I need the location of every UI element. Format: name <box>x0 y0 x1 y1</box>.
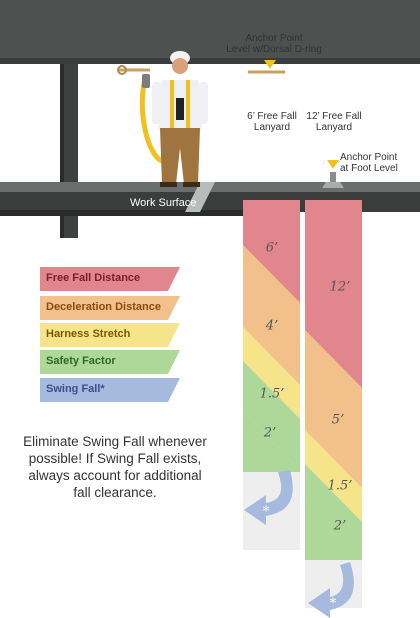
note-line-3: always account for additional <box>28 468 202 483</box>
col12-harness-segment <box>305 430 362 522</box>
col12-harness-label: 1.5’ <box>327 478 353 494</box>
legend-free-fall-shape <box>40 267 180 291</box>
support-post-edge <box>60 64 64 238</box>
note-line-2: possible! If Swing Fall exists, <box>28 451 202 466</box>
col6-safety-label: 2’ <box>263 425 277 441</box>
anchor-foot-label-line2: at Foot Level <box>340 163 398 174</box>
foot-anchor-post <box>330 172 336 184</box>
worker-boot-left <box>160 182 177 187</box>
col12-swing-label: * <box>329 596 337 612</box>
worker-head <box>172 58 188 74</box>
dorsal-anchor-marker-icon <box>264 60 276 69</box>
work-surface-edge <box>185 182 215 212</box>
col6-harness-segment <box>243 327 300 419</box>
work-surface-bottom <box>0 210 245 216</box>
anchor-foot-label-line1: Anchor Point <box>340 152 398 163</box>
anchor-dorsal-label-line2: Level w/Dorsal D-ring <box>226 44 322 55</box>
lanyard-6-label-line1: 6’ Free Fall <box>247 111 297 122</box>
legend-safety-factor: Safety Factor <box>40 350 180 374</box>
note-line-4: fall clearance. <box>73 485 157 500</box>
foot-anchor-marker-icon <box>327 160 339 169</box>
anchor-foot-label: Anchor Point at Foot Level <box>340 152 416 174</box>
worker-arm-right <box>198 82 208 124</box>
overhead-beam-shadow <box>0 58 420 64</box>
worker-boot-right <box>183 182 200 187</box>
anchor-dorsal-label-line1: Anchor Point <box>245 33 303 44</box>
col12-deceleration-segment <box>305 330 362 488</box>
col6-safety-segment <box>243 361 300 470</box>
worker-arm-left <box>152 82 162 124</box>
legend-safety-factor-shape <box>40 350 180 374</box>
legend-free-fall: Free Fall Distance <box>40 267 180 291</box>
legend-swing-fall-shape <box>40 378 180 402</box>
legend-swing-fall: Swing Fall* <box>40 378 180 402</box>
legend-deceleration-shape <box>40 296 180 320</box>
legend-safety-factor-label: Safety Factor <box>46 355 116 367</box>
legend-swing-fall-label: Swing Fall* <box>46 383 105 395</box>
legend-harness-stretch-swatch <box>40 323 180 347</box>
worker-figure <box>152 51 208 187</box>
lanyard-6-label-line2: Lanyard <box>253 122 291 133</box>
col6-free-fall-segment <box>243 200 300 303</box>
legend-swing-fall-swatch <box>40 378 180 402</box>
worker-harness-pack <box>176 98 184 120</box>
work-surface-label: Work Surface <box>130 197 197 209</box>
col6-bottom-segment <box>243 412 300 472</box>
anchor-dorsal-label: Anchor Point Level w/Dorsal D-ring <box>214 33 334 55</box>
legend-safety-factor-swatch <box>40 350 180 374</box>
col6-harness-label: 1.5’ <box>259 386 285 402</box>
lanyard-hook <box>142 74 150 88</box>
col6-deceleration-label: 4’ <box>265 318 279 334</box>
col6-deceleration-segment <box>243 245 300 385</box>
legend-deceleration: Deceleration Distance <box>40 296 180 320</box>
swing-arrow-6-icon <box>244 470 293 525</box>
legend-free-fall-swatch <box>40 267 180 291</box>
lanyard-12-label-line2: Lanyard <box>315 122 353 133</box>
legend-free-fall-label: Free Fall Distance <box>46 272 141 284</box>
col12-safety-segment <box>305 464 362 560</box>
lanyard-12-label-line1: 12’ Free Fall <box>306 111 362 122</box>
swing-arrow-12-icon <box>308 562 354 618</box>
foot-anchor-base <box>322 182 344 188</box>
lanyard-12-label: 12’ Free Fall Lanyard <box>302 111 366 133</box>
legend-harness-stretch: Harness Stretch <box>40 323 180 347</box>
column-12-segments <box>305 200 362 560</box>
legend-harness-stretch-shape <box>40 323 180 347</box>
lanyard-6-label: 6’ Free Fall Lanyard <box>240 111 304 133</box>
overhead-beam <box>0 0 420 64</box>
note-line-1: Eliminate Swing Fall whenever <box>23 434 207 449</box>
worker-harness-strap-left <box>170 80 174 130</box>
col6-swing-label: * <box>262 504 270 520</box>
col12-free-fall-segment <box>305 200 362 388</box>
column-6-segments <box>243 200 300 472</box>
worker-harness-strap-right <box>186 80 190 130</box>
worker-pants <box>160 128 200 184</box>
anchor-ring-icon <box>117 65 127 75</box>
legend-harness-stretch-label: Harness Stretch <box>46 328 131 340</box>
legend-deceleration-swatch <box>40 296 180 320</box>
col12-free-fall-label: 12’ <box>329 279 351 295</box>
col12-deceleration-label: 5’ <box>331 412 345 428</box>
legend-deceleration-label: Deceleration Distance <box>46 301 161 313</box>
col12-safety-label: 2’ <box>333 518 347 534</box>
swing-fall-note: Eliminate Swing Fall whenever possible! … <box>0 433 250 501</box>
col6-free-fall-label: 6’ <box>265 240 279 256</box>
